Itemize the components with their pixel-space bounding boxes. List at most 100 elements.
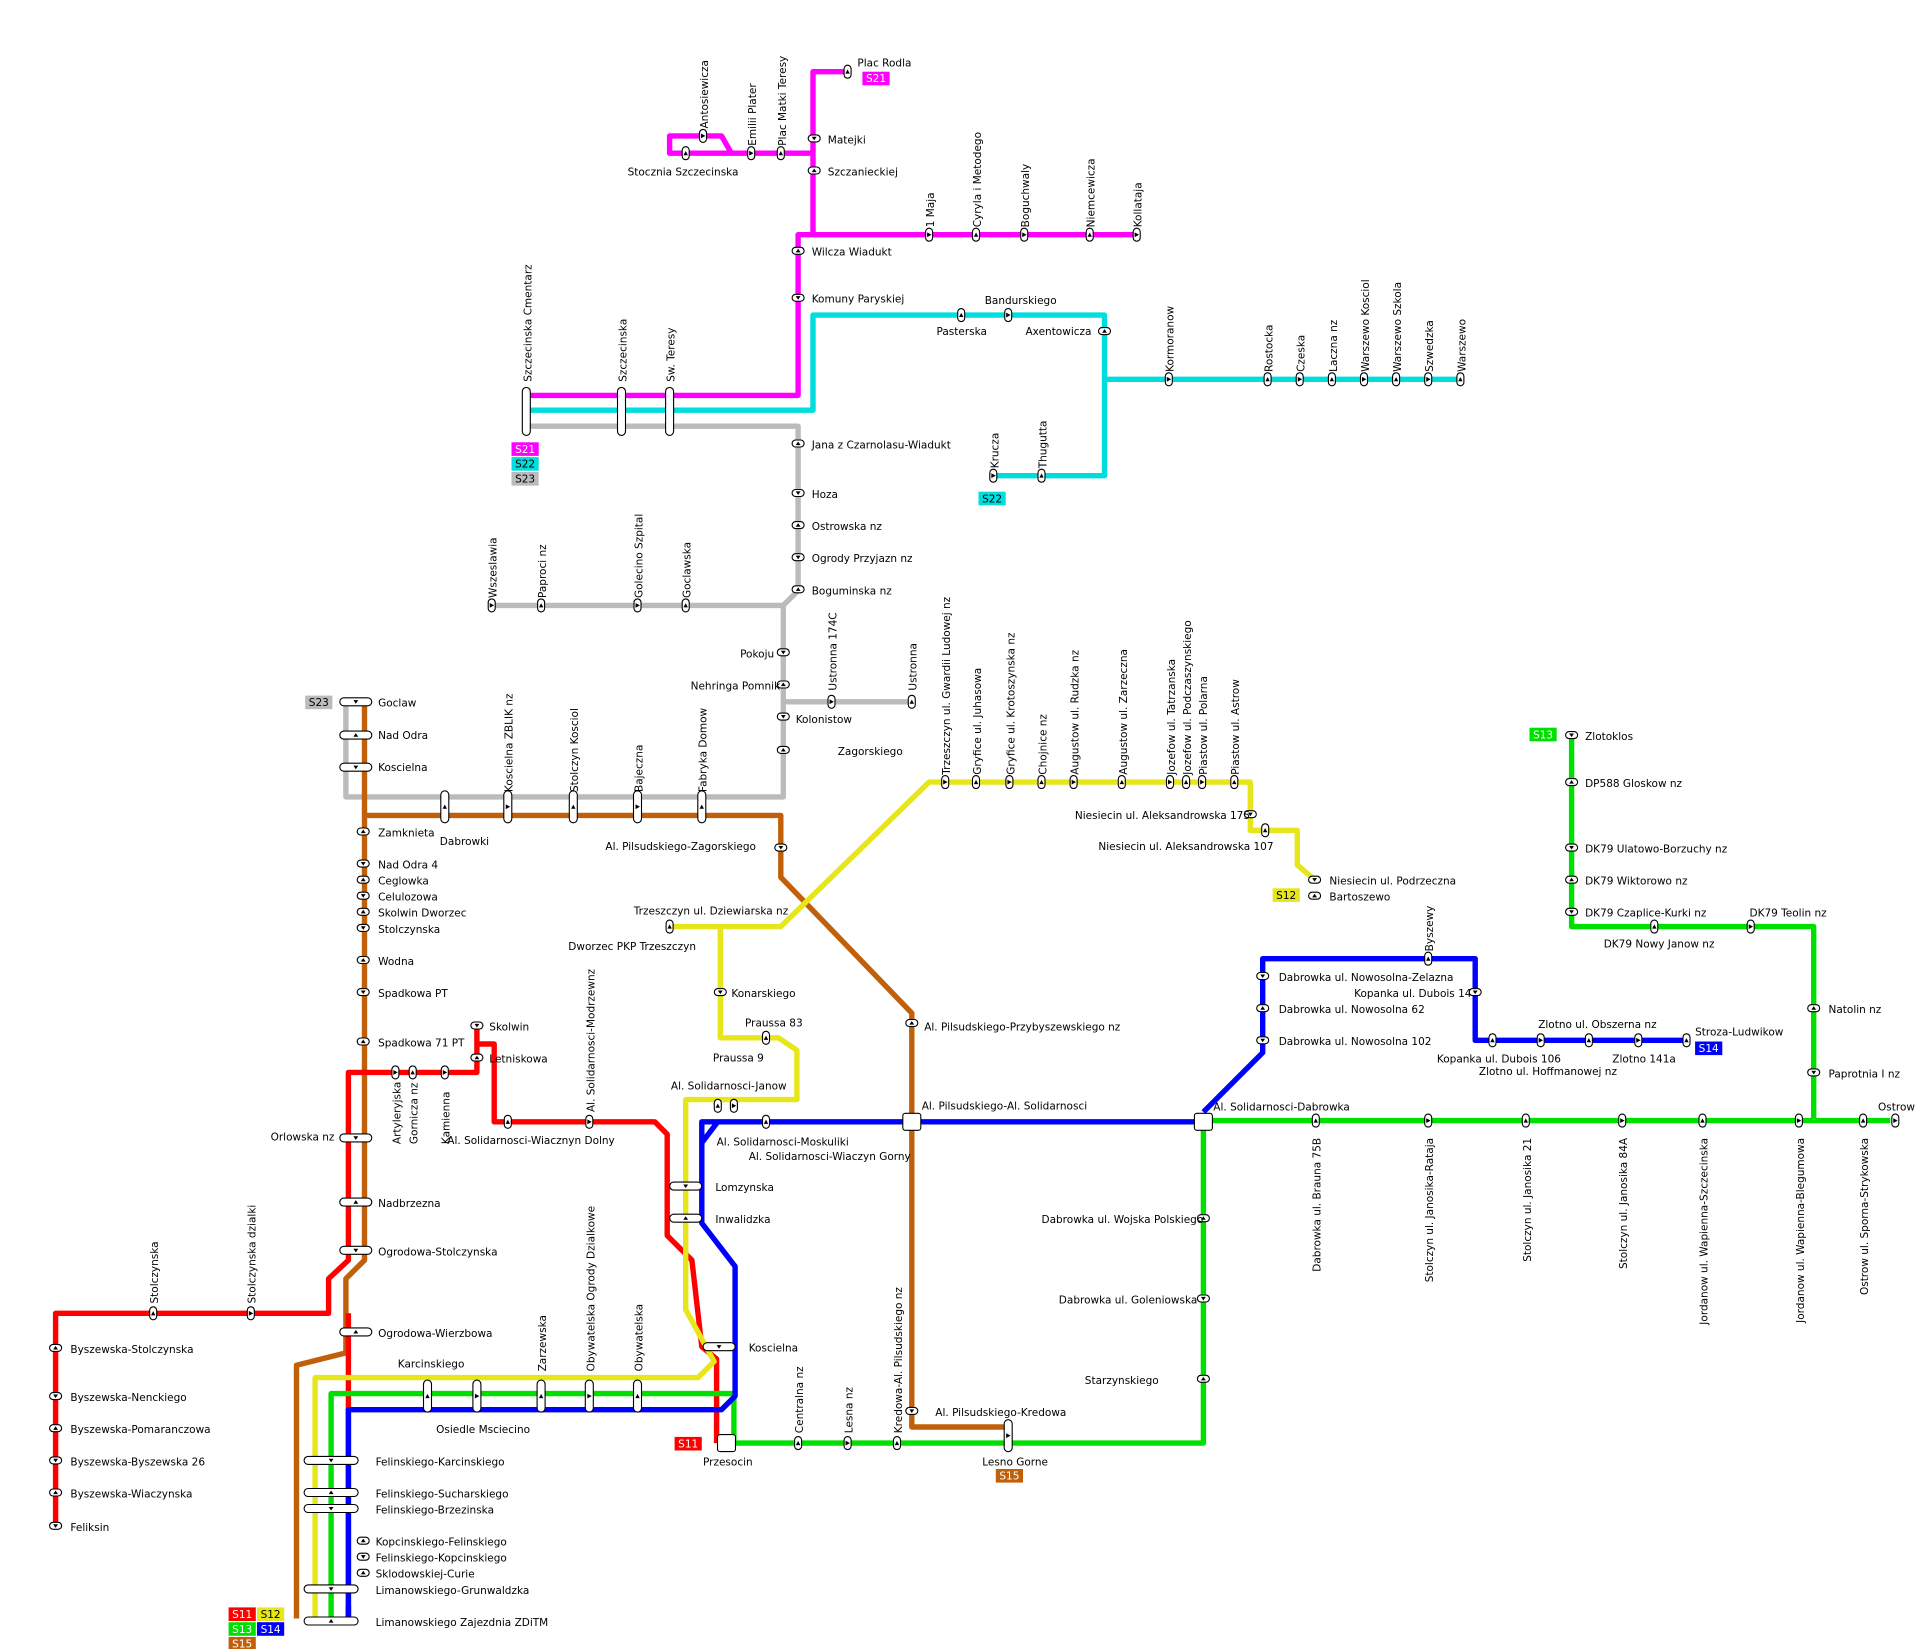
stop-label-artyleryjska[interactable]: Artyleryjska <box>391 1082 403 1144</box>
stop-label-przesocin[interactable]: Przesocin <box>703 1456 753 1468</box>
stop-label-centralna-nz[interactable]: Centralna nz <box>794 1366 806 1433</box>
stop-label-stolczyn-janosika-rataja[interactable]: Stolczyn ul. Janosika-Rataja <box>1424 1138 1436 1282</box>
stop-marker[interactable] <box>716 1434 737 1453</box>
stop-label-wszeslawia[interactable]: Wszeslawia <box>488 537 500 598</box>
stop-label-dabrowka-brauna[interactable]: Dabrowka ul. Brauna 75B <box>1312 1138 1324 1272</box>
stop-label-thugutta[interactable]: Thugutta <box>1038 421 1050 470</box>
stop-label-lomzynska[interactable]: Lomzynska <box>715 1182 774 1194</box>
stop-label-plac-rodla[interactable]: Plac Rodla <box>857 58 911 70</box>
stop-label-obywatelska[interactable]: Obywatelska <box>634 1304 646 1371</box>
stop-label-felinskiego-sucharskiego[interactable]: Felinskiego-Sucharskiego <box>376 1488 509 1500</box>
stop-label-boguminska[interactable]: Boguminska nz <box>812 585 893 597</box>
stop-label-dabrowki[interactable]: Dabrowki <box>440 836 489 848</box>
stop-label-al-pils-kredowa[interactable]: Al. Pilsudskiego-Kredowa <box>935 1407 1066 1419</box>
stop-label-lesno-gorne[interactable]: Lesno Gorne <box>982 1456 1048 1468</box>
stop-label-dabrowka-wojska[interactable]: Dabrowka ul. Wojska Polskiego <box>1042 1214 1204 1226</box>
stop-label-warszewo-szkola[interactable]: Warszewo Szkola <box>1392 282 1404 372</box>
stop-label-limanowskiego-grunwaldzka[interactable]: Limanowskiego-Grunwaldzka <box>376 1585 530 1597</box>
stop-label-praussa-83[interactable]: Praussa 83 <box>745 1018 803 1030</box>
stop-label-dk79-ulatowo[interactable]: DK79 Ulatowo-Borzuchy nz <box>1585 844 1728 856</box>
stop-marker[interactable] <box>521 386 531 436</box>
stop-label-felinskiego-brzezinska[interactable]: Felinskiego-Brzezinska <box>376 1505 494 1517</box>
stop-label-spadkowa-pt[interactable]: Spadkowa PT <box>378 988 448 1000</box>
stop-label-gryfice-juhasowa[interactable]: Gryfice ul. Juhasowa <box>972 668 984 775</box>
stop-label-ustronna-174c[interactable]: Ustronna 174C <box>827 612 839 690</box>
stop-label-trzeszczyn-gwardii[interactable]: Trzeszczyn ul. Gwardii Ludowej nz <box>941 596 953 775</box>
stop-label-szczanieckiej[interactable]: Szczanieckiej <box>828 166 898 178</box>
stop-label-czeska[interactable]: Czeska <box>1296 335 1308 372</box>
stop-label-jeden-maja[interactable]: 1 Maja <box>925 192 937 227</box>
stop-label-dk79-czaplice[interactable]: DK79 Czaplice-Kurki nz <box>1585 908 1707 920</box>
stop-label-ogrodowa-wierzbowa[interactable]: Ogrodowa-Wierzbowa <box>378 1328 492 1340</box>
stop-label-dk79-teolin[interactable]: DK79 Teolin nz <box>1750 908 1828 920</box>
stop-label-zlotno-hoffmanowej[interactable]: Zlotno ul. Hoffmanowej nz <box>1479 1066 1618 1078</box>
stop-label-byszewska-pomaranczowa[interactable]: Byszewska-Pomaranczowa <box>70 1424 210 1436</box>
stop-label-plac-matki-teresy[interactable]: Plac Matki Teresy <box>777 56 789 146</box>
stop-label-celulozowa[interactable]: Celulozowa <box>378 892 438 904</box>
stop-label-ogrody-przyjazn[interactable]: Ogrody Przyjazn nz <box>812 553 913 565</box>
stop-label-dk79-nowy-janow[interactable]: DK79 Nowy Janow nz <box>1604 939 1715 951</box>
stop-label-piastow-astrow[interactable]: Piastow ul. Astrow <box>1230 679 1242 775</box>
stop-label-inwalidzka[interactable]: Inwalidzka <box>715 1214 770 1226</box>
stop-label-zagorskiego[interactable]: Zagorskiego <box>838 746 903 758</box>
stop-label-ostrow[interactable]: Ostrow <box>1878 1102 1915 1114</box>
stop-label-niesiecin-podrzeczna[interactable]: Niesiecin ul. Podrzeczna <box>1329 876 1456 888</box>
stop-label-bartoszewo[interactable]: Bartoszewo <box>1329 892 1390 904</box>
stop-label-golecino[interactable]: Golecino Szpital <box>634 514 646 598</box>
stop-marker[interactable] <box>902 1112 922 1131</box>
stop-label-warszewo-kosciol[interactable]: Warszewo Kosciol <box>1360 279 1372 372</box>
stop-label-dabrowka-zelazna[interactable]: Dabrowka ul. Nowosolna-Zelazna <box>1279 972 1454 984</box>
stop-label-nad-odra[interactable]: Nad Odra <box>378 730 428 742</box>
stop-label-kamienna[interactable]: Kamienna <box>441 1092 453 1145</box>
stop-label-byszewska-stolczynska[interactable]: Byszewska-Stolczynska <box>70 1344 193 1356</box>
stop-label-szczecinska[interactable]: Szczecinska <box>617 319 629 382</box>
stop-label-stolczynska-s[interactable]: Stolczynska <box>149 1241 161 1303</box>
stop-label-dk79-wiktorowo[interactable]: DK79 Wiktorowo nz <box>1585 876 1688 888</box>
stop-label-koscielna-zblik[interactable]: Koscielna ZBLIK nz <box>504 693 516 792</box>
stop-label-nadbrzezna[interactable]: Nadbrzezna <box>378 1198 441 1210</box>
stop-label-bajeczna[interactable]: Bajeczna <box>634 745 646 792</box>
stop-label-axentowicza[interactable]: Axentowicza <box>1026 326 1092 338</box>
stop-label-byszewska-26[interactable]: Byszewska-Byszewska 26 <box>70 1456 205 1468</box>
stop-label-jordanow-szczecinska[interactable]: Jordanow ul. Wapienna-Szczecinska <box>1699 1138 1711 1326</box>
stop-label-pasterska[interactable]: Pasterska <box>937 326 987 338</box>
stop-label-stolczyn-kosciol[interactable]: Stolczyn Kosciol <box>569 708 581 792</box>
stop-label-boguchwaly[interactable]: Boguchwaly <box>1020 164 1032 228</box>
stop-label-zlotno-141a[interactable]: Zlotno 141a <box>1612 1054 1676 1066</box>
stop-label-augustow-zarzeczna[interactable]: Augustow ul. Zarzeczna <box>1118 649 1130 775</box>
stop-label-konarskiego[interactable]: Konarskiego <box>731 988 795 1000</box>
stop-label-dp588[interactable]: DP588 Gloskow nz <box>1585 778 1682 790</box>
stop-label-stolczynska-w[interactable]: Stolczynska <box>378 924 440 936</box>
stop-label-wilcza-wiadukt[interactable]: Wilcza Wiadukt <box>812 247 892 259</box>
stop-label-cyryla[interactable]: Cyryla i Metodego <box>972 132 984 227</box>
stop-label-ostrowska-nz[interactable]: Ostrowska nz <box>812 521 883 533</box>
stop-label-matejki[interactable]: Matejki <box>828 134 866 146</box>
stop-label-stolczyn-janosika-21[interactable]: Stolczyn ul. Janosika 21 <box>1522 1138 1534 1262</box>
stop-label-kopanka-106[interactable]: Kopanka ul. Dubois 106 <box>1437 1054 1561 1066</box>
stop-label-niesiecin-107[interactable]: Niesiecin ul. Aleksandrowska 107 <box>1098 841 1273 853</box>
stop-label-chojnice[interactable]: Chojnice nz <box>1038 714 1050 775</box>
stop-label-goclawska[interactable]: Goclawska <box>682 542 694 598</box>
stop-label-piastow-polarna[interactable]: Piastow ul. Polarna <box>1198 676 1210 775</box>
stop-label-sw-teresy[interactable]: Sw. Teresy <box>666 328 678 382</box>
stop-label-zlotno-obszerna[interactable]: Zlotno ul. Obszerna nz <box>1538 1019 1657 1031</box>
stop-label-jozefow-podczaszynskiego[interactable]: Jozefow ul. Podczaszynskiego <box>1182 620 1194 775</box>
stop-label-jozefow-tatrzanska[interactable]: Jozefow ul. Tatrzanska <box>1166 659 1178 776</box>
stop-label-kopcinskiego-felinskiego[interactable]: Kopcinskiego-Felinskiego <box>376 1537 507 1549</box>
stop-label-kredowa-pilsudskiego[interactable]: Kredowa-Al. Pilsudskiego nz <box>893 1287 905 1434</box>
stop-label-szczecinska-cmentarz[interactable]: Szczecinska Cmentarz <box>522 264 534 382</box>
stop-label-pokoju[interactable]: Pokoju <box>740 648 774 660</box>
stop-label-feliksin[interactable]: Feliksin <box>70 1522 109 1534</box>
stop-label-goclaw[interactable]: Goclaw <box>378 698 417 710</box>
stop-label-obywatelska-ogrody[interactable]: Obywatelska Ogrody Dzialkowe <box>585 1206 597 1372</box>
stop-label-kolonistow[interactable]: Kolonistow <box>796 714 853 726</box>
stop-label-koscielna-s[interactable]: Koscielna <box>749 1343 798 1355</box>
stop-label-laczna-nz[interactable]: Laczna nz <box>1328 319 1340 372</box>
stop-label-dabrowka-62[interactable]: Dabrowka ul. Nowosolna 62 <box>1279 1004 1425 1016</box>
stop-label-gryfice-krotoszynska[interactable]: Gryfice ul. Krotoszynska nz <box>1005 632 1017 775</box>
stop-label-zamknieta[interactable]: Zamknieta <box>378 827 435 839</box>
stop-label-stroza[interactable]: Stroza-Ludwikow <box>1695 1026 1784 1038</box>
stop-label-ceglowka[interactable]: Ceglowka <box>378 876 429 888</box>
stop-label-stolczynska-dzialki[interactable]: Stolczynska dzialki <box>247 1205 259 1304</box>
stop-label-antosiewicza[interactable]: Antosiewicza <box>699 60 711 128</box>
